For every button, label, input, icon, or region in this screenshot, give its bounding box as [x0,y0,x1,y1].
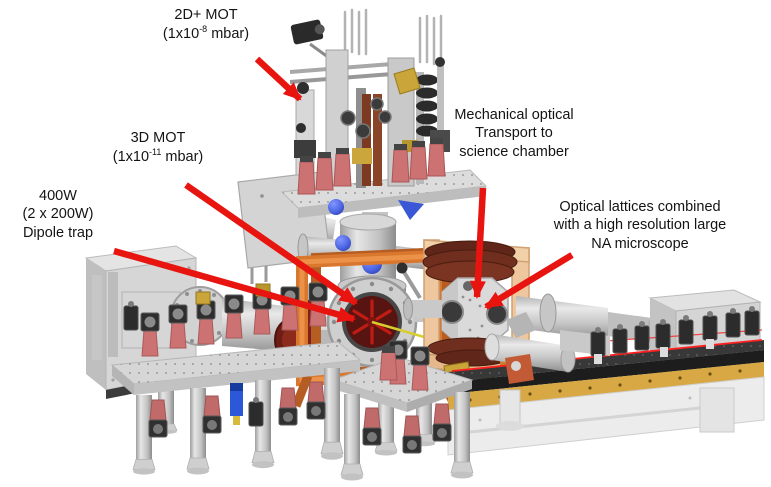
annotation-line: (1x10-11 mbar) [112,147,204,166]
annotation-line: with a high resolution large [553,217,727,234]
mot2d-tower [289,8,450,195]
tower-posts [297,138,446,195]
annotation-line: science chamber [459,143,569,160]
arrow-lattice [484,252,574,310]
annotation-arrows [113,56,574,323]
hanging-optics [148,381,326,438]
arrow-2d-mot [254,56,303,102]
science-coil-top [422,240,518,284]
annotation-line: NA microscope [591,235,689,252]
annotation-line: Transport to [475,125,553,142]
camera-block [290,19,325,45]
optical-table-center [331,340,474,481]
optical-table-left [92,272,362,476]
annotation-line: (1x10-8 mbar) [162,24,250,43]
arrow-dipole-trap [113,247,356,323]
annotation-line: 400W [39,188,77,204]
annotation-line: (2 x 200W) [22,206,94,223]
arrow-3d-mot [184,182,358,306]
ion-pump-blue [230,388,243,416]
annotation-line: Dipole trap [22,224,94,241]
transport-rail [447,305,765,456]
annotation-3d-mot: 3D MOT (1x10-11 mbar) [72,128,244,166]
rail-gold-stripe [448,362,764,410]
annotation-lattice: Optical lattices combined with a high re… [520,198,760,253]
annotation-line: 3D MOT [130,129,186,146]
annotation-transport: Mechanical optical Transport to science … [430,106,598,161]
annotation-line: 2D+ MOT [174,6,238,23]
arrow-transport [469,187,487,299]
annotation-line: Optical lattices combined [559,199,721,215]
annotation-dipole-trap: 400W (2 x 200W) Dipole trap [2,187,114,242]
mot2d-platform [280,169,488,218]
annotation-line: Mechanical optical [454,107,574,123]
annotation-2d-mot: 2D+ MOT (1x10-8 mbar) [120,5,292,43]
